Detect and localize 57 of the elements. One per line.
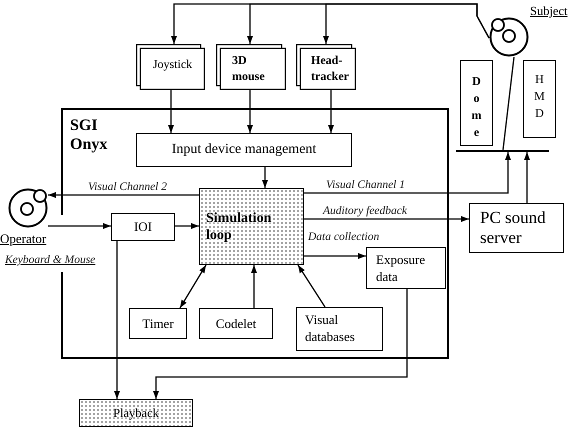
arrow [168, 90, 174, 133]
caption-label: Subject [530, 4, 568, 19]
edge-label: Keyboard & Mouse [5, 254, 96, 266]
process-box [469, 203, 564, 253]
edge-label: Data collection [308, 231, 380, 243]
double-arrow [179, 264, 207, 308]
arrow [328, 90, 334, 133]
box-label: Input device management [172, 141, 316, 159]
vertical-label: HMD [534, 71, 546, 122]
process-box [296, 307, 383, 351]
stacked-device-box [296, 44, 356, 90]
arrow [153, 289, 408, 399]
arrow [251, 265, 257, 308]
process-box [129, 308, 187, 339]
arrow [48, 223, 111, 229]
arrow [304, 253, 366, 259]
arrow [114, 241, 120, 399]
vertical-label: Dome [470, 73, 482, 141]
edge-label: Auditory feedback [323, 205, 407, 217]
arrow [262, 167, 268, 188]
stacked-device-box [136, 44, 205, 90]
box-label: Simulation loop [206, 210, 272, 244]
arrow [323, 3, 490, 44]
caption-label: Operator [0, 231, 46, 246]
box-label: PC sound server [480, 208, 547, 248]
process-box [136, 133, 352, 167]
process-box [111, 213, 175, 241]
connector-line [502, 56, 515, 150]
head-icon [489, 17, 529, 57]
box-label: Codelet [216, 316, 256, 332]
process-box [199, 308, 273, 339]
box-label: Joystick [152, 57, 192, 72]
box-label: Visual databases [305, 311, 356, 345]
arrow [297, 264, 326, 308]
arrow [247, 90, 253, 133]
shaded-process-box [199, 188, 304, 265]
arrow [304, 216, 469, 222]
edge-label: Visual Channel 2 [88, 181, 168, 193]
group-title: SGI Onyx [70, 116, 108, 154]
display-box [460, 60, 493, 146]
arrow [48, 192, 199, 198]
system-boundary [61, 108, 449, 359]
process-box [366, 247, 446, 289]
box-label: Timer [142, 316, 174, 332]
stacked-device-box [216, 44, 286, 90]
shaded-process-box [79, 399, 193, 427]
box-label: IOI [134, 219, 152, 235]
arrow [304, 152, 511, 194]
arrow [175, 223, 199, 229]
box-label: Head-tracker [311, 52, 350, 84]
box-label: Playback [113, 405, 159, 421]
display-box [523, 60, 556, 138]
box-label: 3D mouse [232, 52, 266, 84]
box-label: Exposure data [376, 251, 426, 285]
arrow [524, 152, 530, 203]
edge-label: Visual Channel 1 [326, 179, 406, 191]
head-icon [8, 188, 48, 228]
